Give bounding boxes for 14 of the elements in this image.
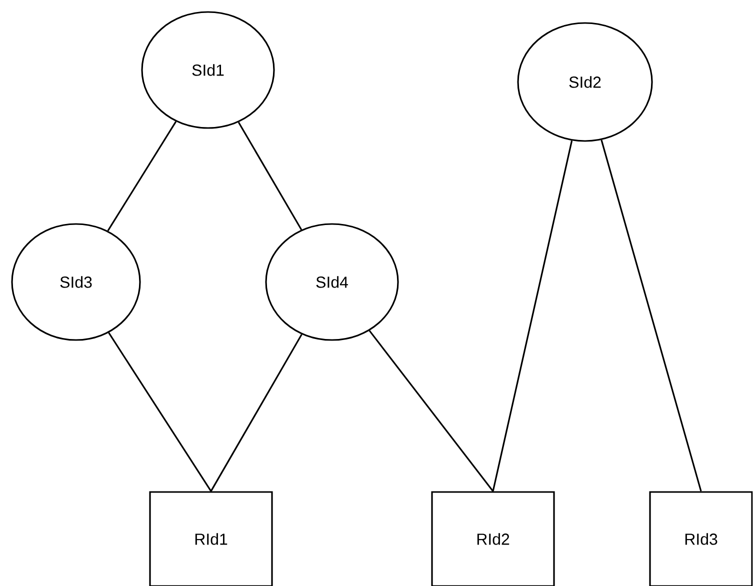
connector-line — [492, 140, 573, 492]
connector-line — [107, 121, 177, 232]
circle-node: SId3 — [11, 223, 141, 341]
box-node: RId1 — [149, 491, 273, 586]
connector-line — [600, 140, 702, 492]
connector-line — [368, 330, 494, 492]
box-node: RId3 — [649, 491, 753, 586]
circle-node: SId4 — [265, 223, 399, 341]
connector-line — [238, 122, 302, 230]
circle-node: SId1 — [141, 11, 275, 129]
connector-line — [108, 332, 212, 492]
box-node: RId2 — [431, 491, 555, 586]
connector-line — [210, 334, 302, 492]
circle-node: SId2 — [517, 22, 653, 142]
